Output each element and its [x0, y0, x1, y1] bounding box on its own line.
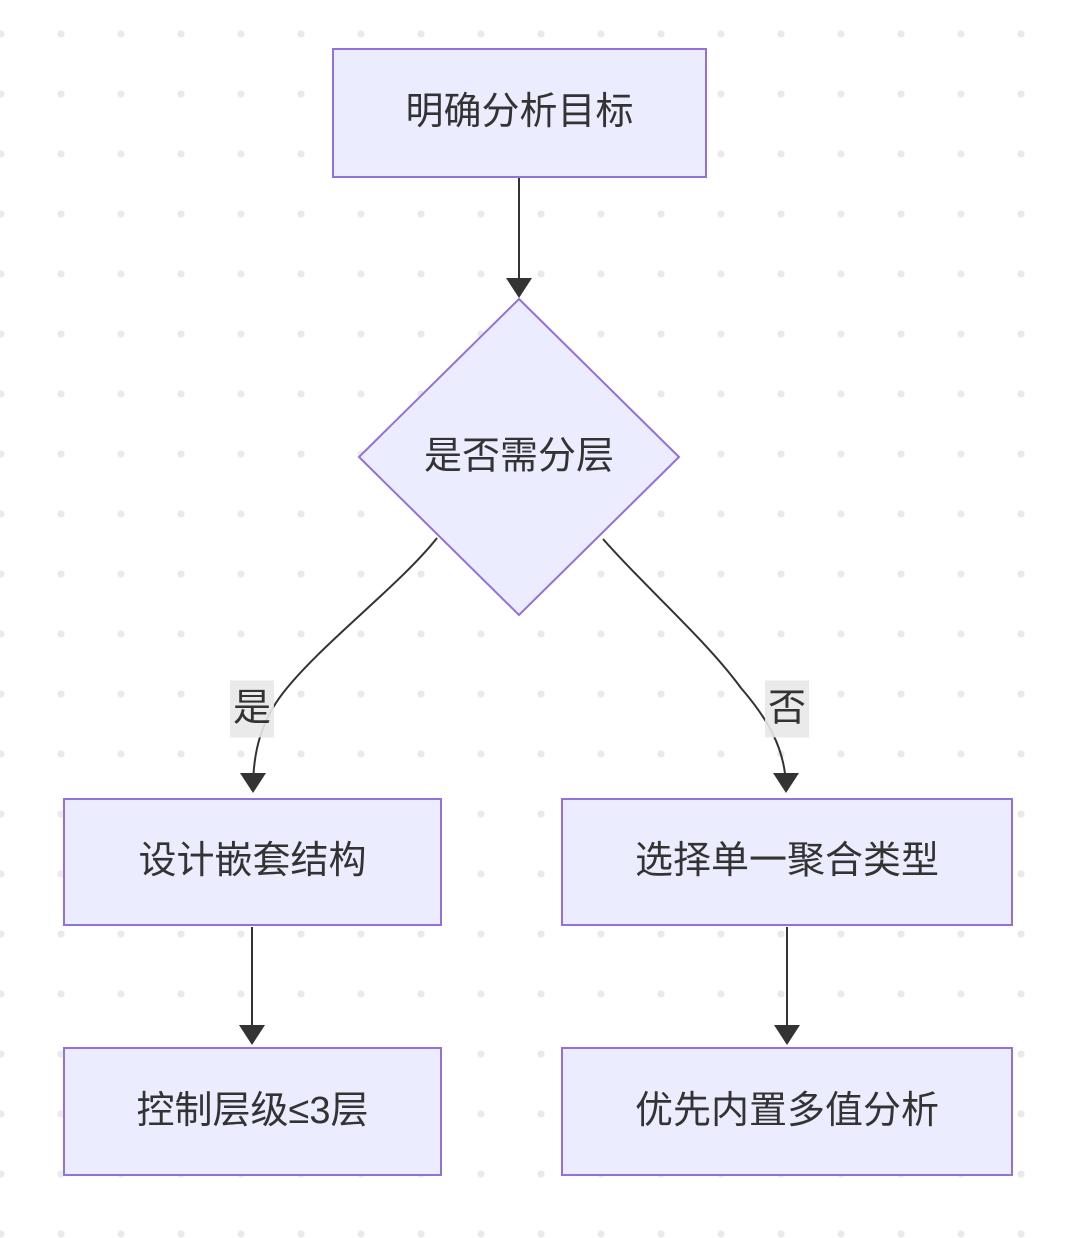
edge-decision-no — [602, 538, 799, 793]
node-prefer-builtin-multivalue: 优先内置多值分析 — [561, 1047, 1013, 1176]
node-label: 设计嵌套结构 — [138, 840, 367, 883]
node-label: 明确分析目标 — [405, 91, 634, 134]
node-decision-shape — [357, 297, 681, 617]
node-clarify-goal: 明确分析目标 — [332, 48, 707, 178]
node-label: 选择单一聚合类型 — [634, 840, 939, 883]
node-limit-levels: 控制层级≤3层 — [63, 1047, 442, 1176]
edge-decision-yes — [240, 537, 438, 793]
edge-label-no: 否 — [764, 680, 810, 738]
node-choose-single-aggregation: 选择单一聚合类型 — [561, 798, 1013, 926]
node-label: 优先内置多值分析 — [634, 1089, 939, 1132]
node-design-nested-structure: 设计嵌套结构 — [63, 798, 442, 926]
edge-label-yes: 是 — [229, 680, 275, 738]
node-decision-label: 是否需分层 — [423, 435, 615, 478]
node-label: 控制层级≤3层 — [136, 1089, 369, 1132]
